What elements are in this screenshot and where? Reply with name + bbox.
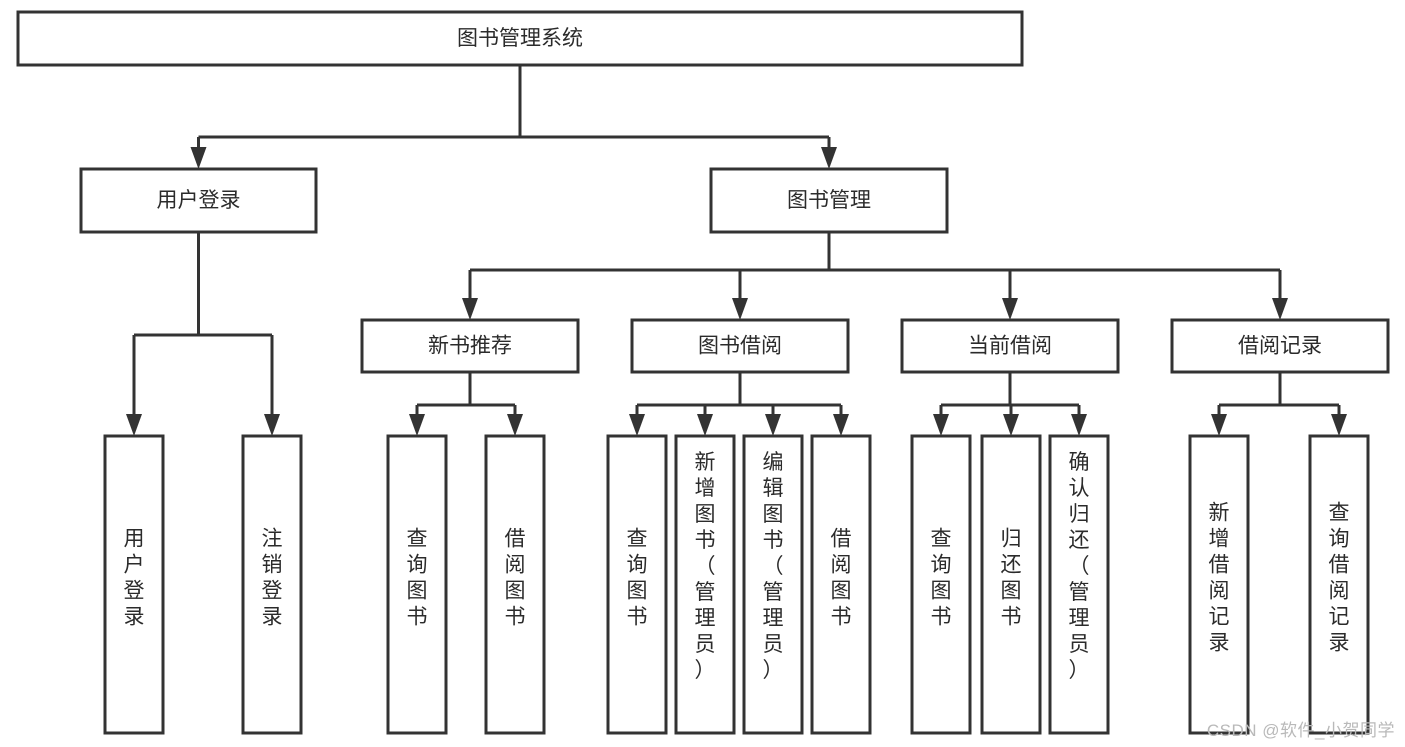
connector-group-borrow-record (1211, 372, 1347, 436)
node-leaf-user-logout[interactable]: 注销登录 (241, 434, 303, 735)
connector-group-book-borrow (629, 372, 849, 436)
connector-arrowhead (462, 298, 478, 320)
node-box[interactable] (900, 318, 1120, 374)
node-box[interactable] (910, 434, 972, 735)
connector-group-new-book-rec (409, 372, 523, 436)
node-label: 图书管理 (787, 189, 871, 212)
connector-arrowhead (821, 147, 837, 169)
node-label: 借阅图书 (831, 528, 852, 629)
node-label: 确认归还（管理员） (1069, 451, 1090, 682)
node-current-borrow[interactable]: 当前借阅 (900, 318, 1120, 374)
node-leaf-borrow-add[interactable]: 新增图书（管理员） (674, 434, 736, 735)
node-label: 查询图书 (407, 528, 428, 629)
connector-arrowhead (1071, 414, 1087, 436)
node-label: 查询图书 (931, 528, 952, 629)
connector-arrowhead (629, 414, 645, 436)
node-leaf-cur-return[interactable]: 归还图书 (980, 434, 1042, 735)
node-leaf-cur-query[interactable]: 查询图书 (910, 434, 972, 735)
node-box[interactable] (16, 10, 1024, 67)
connector-arrowhead (933, 414, 949, 436)
node-book-manage[interactable]: 图书管理 (709, 167, 949, 234)
node-label: 新增借阅记录 (1209, 502, 1230, 655)
node-box[interactable] (1188, 434, 1250, 735)
connector-arrowhead (765, 414, 781, 436)
connector-arrowhead (126, 414, 142, 436)
connector-arrowhead (507, 414, 523, 436)
node-leaf-borrow-edit[interactable]: 编辑图书（管理员） (742, 434, 804, 735)
node-label: 用户登录 (157, 189, 241, 212)
node-root[interactable]: 图书管理系统 (16, 10, 1024, 67)
node-leaf-borrow-query[interactable]: 查询图书 (606, 434, 668, 735)
node-box[interactable] (1048, 434, 1110, 735)
node-book-borrow[interactable]: 图书借阅 (630, 318, 850, 374)
node-label: 当前借阅 (968, 335, 1052, 358)
node-label: 图书管理系统 (457, 27, 583, 50)
node-box[interactable] (709, 167, 949, 234)
connector-arrowhead (1002, 298, 1018, 320)
connector-group-user-login (126, 232, 280, 436)
node-box[interactable] (103, 434, 165, 735)
node-box[interactable] (79, 167, 318, 234)
node-label: 编辑图书（管理员） (763, 451, 784, 682)
node-leaf-rec-borrow[interactable]: 借阅图书 (484, 434, 546, 735)
connector-arrowhead (732, 298, 748, 320)
node-label: 查询借阅记录 (1329, 502, 1350, 655)
node-label: 新书推荐 (428, 335, 512, 358)
connector-arrowhead (697, 414, 713, 436)
node-box[interactable] (742, 434, 804, 735)
node-box[interactable] (1170, 318, 1390, 374)
connector-arrowhead (190, 147, 207, 169)
node-box[interactable] (980, 434, 1042, 735)
connector-group-book-manage (462, 232, 1288, 320)
node-box[interactable] (630, 318, 850, 374)
node-leaf-rec-search[interactable]: 查询借阅记录 (1308, 434, 1370, 735)
node-label: 新增图书（管理员） (695, 451, 716, 682)
node-box[interactable] (674, 434, 736, 735)
connector-arrowhead (833, 414, 849, 436)
node-label: 查询图书 (627, 528, 648, 629)
node-label: 归还图书 (1001, 528, 1022, 629)
connector-arrowhead (1003, 414, 1019, 436)
connector-arrowhead (1331, 414, 1347, 436)
nodes-layer: 图书管理系统用户登录图书管理新书推荐图书借阅当前借阅借阅记录用户登录注销登录查询… (16, 10, 1390, 735)
node-leaf-cur-confirm[interactable]: 确认归还（管理员） (1048, 434, 1110, 735)
node-box[interactable] (241, 434, 303, 735)
node-box[interactable] (1308, 434, 1370, 735)
connector-arrowhead (1211, 414, 1227, 436)
node-leaf-user-login[interactable]: 用户登录 (103, 434, 165, 735)
node-label: 图书借阅 (698, 335, 782, 358)
node-leaf-borrow-lend[interactable]: 借阅图书 (810, 434, 872, 735)
node-label: 借阅记录 (1238, 335, 1322, 358)
node-label: 注销登录 (262, 528, 283, 629)
node-box[interactable] (360, 318, 580, 374)
connector-arrowhead (409, 414, 425, 436)
node-leaf-rec-query[interactable]: 查询图书 (386, 434, 448, 735)
node-leaf-rec-add[interactable]: 新增借阅记录 (1188, 434, 1250, 735)
node-box[interactable] (810, 434, 872, 735)
connector-arrowhead (264, 414, 280, 436)
connectors-layer (126, 65, 1347, 436)
node-box[interactable] (386, 434, 448, 735)
connector-group-current-borrow (933, 372, 1087, 436)
node-label: 借阅图书 (505, 528, 526, 629)
node-box[interactable] (606, 434, 668, 735)
connector-group-root (190, 65, 837, 169)
node-borrow-record[interactable]: 借阅记录 (1170, 318, 1390, 374)
connector-arrowhead (1272, 298, 1288, 320)
node-user-login[interactable]: 用户登录 (79, 167, 318, 234)
node-box[interactable] (484, 434, 546, 735)
node-new-book-rec[interactable]: 新书推荐 (360, 318, 580, 374)
node-label: 用户登录 (124, 528, 145, 629)
